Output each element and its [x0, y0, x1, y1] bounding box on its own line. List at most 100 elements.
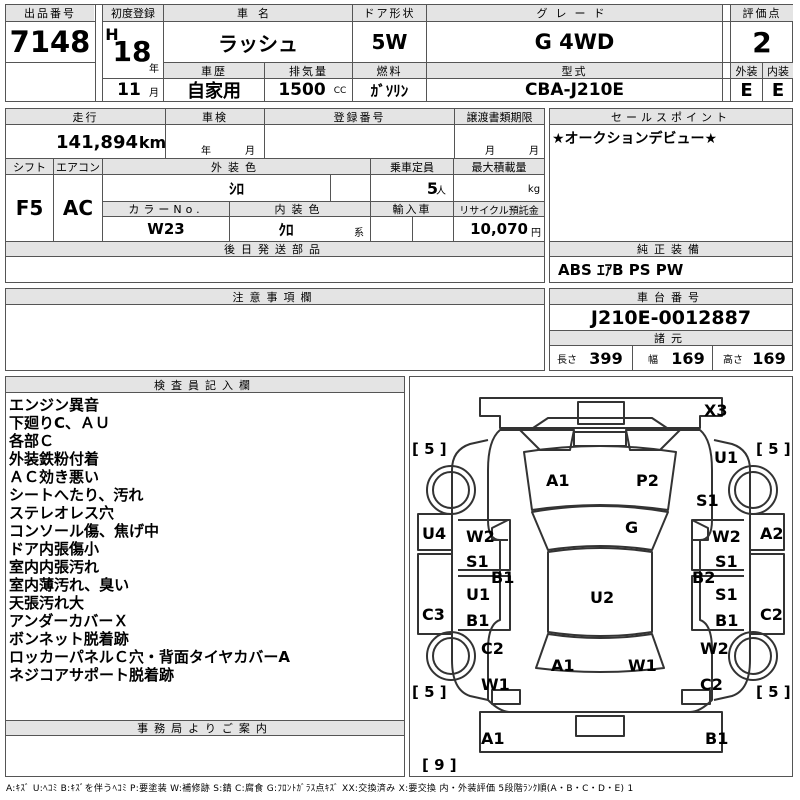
tire-rear-right-rim — [734, 637, 772, 675]
license-plate-rear — [575, 715, 625, 737]
mark-w1-rear: W1 — [628, 656, 657, 675]
headlight-left — [519, 429, 575, 451]
sales-point-section — [549, 108, 793, 283]
note-line: ドア内張傷小 — [9, 540, 100, 558]
note-line: 室内薄汚れ、臭い — [9, 576, 130, 594]
rear-glass — [535, 633, 665, 673]
height-label: 高さ — [723, 354, 743, 366]
left-rear-door — [458, 575, 511, 631]
inspection-label: 車検 — [166, 109, 264, 124]
history-label: 車歴 — [164, 63, 264, 78]
mark-c2-rear-right: C2 — [700, 675, 723, 694]
damage-diagram-frame — [409, 376, 793, 777]
mark-s1-left-front-door: S1 — [466, 552, 489, 571]
tire-rear-left — [426, 631, 476, 681]
width-label: 幅 — [648, 354, 658, 366]
inspector-notes-list: エンジン異音 下廻りC、ＡＵ 各部Ｃ 外装鉄粉付着 ＡＣ効き悪い シートへたり、… — [9, 396, 401, 684]
left-front-door — [458, 519, 511, 571]
car-name-label: 車名 — [164, 5, 352, 21]
mark-w2-left-front-door: W2 — [466, 527, 495, 546]
recycle-deposit: 10,070 — [470, 220, 528, 238]
import-label: 輸入車 — [371, 202, 453, 216]
sales-point-label: セールスポイント — [550, 109, 792, 124]
shift: F5 — [15, 196, 44, 220]
aircon-label: エアコン — [54, 159, 102, 174]
kei-unit: 系 — [354, 227, 364, 239]
headlight-right — [625, 429, 681, 451]
inspection-month-unit: 月 — [245, 145, 255, 157]
rear-bumper-outline — [479, 711, 723, 753]
damage-legend: A:ｷｽﾞ U:ﾍｺﾐ B:ｷｽﾞを伴うﾍｺﾐ P:要塗装 W:補修跡 S:錆 … — [6, 784, 634, 794]
tire-front-left — [426, 465, 476, 515]
exterior-color: ｼﾛ — [228, 179, 244, 198]
shift-label: シフト — [6, 159, 53, 174]
sales-point: ★オークションデビュー★ — [552, 131, 718, 147]
displacement-label: 排気量 — [265, 63, 352, 78]
note-line: ステレオレス穴 — [9, 504, 115, 522]
person-unit: 人 — [436, 185, 446, 197]
mark-w1-left-rear: W1 — [481, 675, 510, 694]
mark-a2: A2 — [760, 524, 784, 543]
later-parts-label: 後日発送部品 — [6, 242, 544, 256]
mark-u2: U2 — [590, 588, 614, 607]
registration-month: 11 — [117, 80, 141, 100]
yen-unit: 円 — [531, 227, 541, 239]
right-front-door — [691, 519, 744, 571]
length-label: 長さ — [557, 354, 577, 366]
mileage: 141,894 — [56, 131, 138, 153]
interior-label: 内装 — [763, 63, 793, 78]
door-type: 5W — [371, 30, 408, 54]
tire-front-left-tread: [ 5 ] — [412, 440, 447, 458]
fuel: ｶﾞｿﾘﾝ — [370, 81, 409, 100]
mirror-right — [691, 519, 709, 541]
registration-number-label: 登録番号 — [265, 109, 454, 124]
month-unit: 月 — [149, 87, 159, 99]
specs-label: 諸元 — [550, 331, 792, 345]
car-damage-diagram: X3 U1 A1 P2 S1 G U4 W2 S1 B1 W2 S1 B2 A2… — [412, 397, 791, 774]
history: 自家用 — [187, 81, 241, 101]
era-letter: H — [105, 24, 119, 44]
mark-a1-bumper: A1 — [481, 729, 505, 748]
note-line: 各部Ｃ — [9, 432, 55, 450]
front-grille — [573, 431, 627, 447]
max-load-label: 最大積載量 — [454, 159, 544, 174]
windshield — [531, 505, 669, 551]
mark-w2-right-front-door: W2 — [712, 527, 741, 546]
grade-label: グレード — [427, 5, 722, 21]
equipment: ABS ｴｱB PS PW — [558, 261, 684, 279]
mark-g: G — [625, 518, 638, 537]
left-rocker — [417, 553, 453, 635]
note-line: 下廻りC、ＡＵ — [9, 414, 111, 432]
score: 2 — [752, 25, 772, 59]
note-line: 外装鉄粉付着 — [9, 450, 100, 468]
displacement: 1500 — [278, 80, 326, 100]
mark-c2-right: C2 — [760, 605, 783, 624]
tire-rear-left-tread: [ 5 ] — [412, 683, 447, 701]
tire-rear-right-tread: [ 5 ] — [756, 683, 791, 701]
header-section — [5, 4, 793, 102]
tire-front-left-rim — [432, 471, 470, 509]
door-type-label: ドア形状 — [353, 5, 426, 21]
chassis-number-label: 車台番号 — [550, 289, 792, 304]
right-rocker — [749, 553, 785, 635]
caution-label: 注意事項欄 — [6, 289, 544, 304]
model-label: 型式 — [427, 63, 722, 78]
note-line: ネジコアサポート脱着跡 — [9, 666, 175, 684]
inspection-year-unit: 年 — [201, 145, 211, 157]
chassis-number: J210E-0012887 — [590, 306, 752, 329]
score-label: 評価点 — [731, 5, 793, 21]
vehicle-details-section — [5, 108, 545, 283]
recycle-deposit-label: リサイクル預託金 — [454, 202, 544, 216]
mark-u1-left-rear-door: U1 — [466, 585, 490, 604]
front-bumper-outline — [479, 397, 723, 429]
capacity-label: 乗車定員 — [371, 159, 453, 174]
mark-x3: X3 — [704, 401, 727, 420]
mileage-label: 走行 — [6, 109, 165, 124]
note-line: コンソール傷、焦げ中 — [9, 522, 160, 540]
width: 169 — [671, 348, 705, 368]
body-outline — [487, 417, 713, 713]
mark-w2-right-rear: W2 — [700, 639, 729, 658]
transfer-day-unit: 月 — [529, 145, 539, 157]
mark-c3: C3 — [422, 605, 445, 624]
mark-s1-right-rear-door: S1 — [715, 585, 738, 604]
